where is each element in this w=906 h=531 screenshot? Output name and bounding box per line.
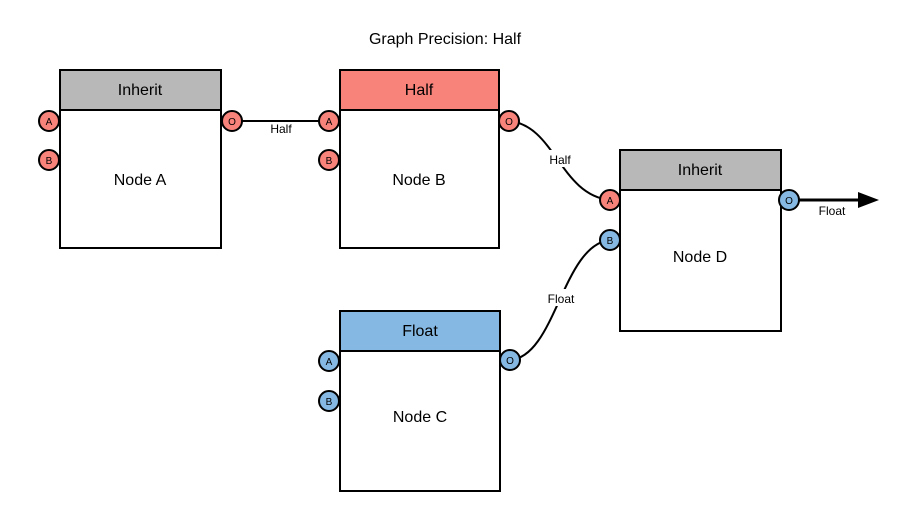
port-node-c-input-a-label: A	[326, 357, 333, 368]
node-b-header-label: Half	[405, 82, 434, 99]
edge-label-c-d: Float	[548, 292, 575, 306]
edge-label-a-b: Half	[270, 122, 292, 136]
edge-label-bg	[539, 289, 583, 306]
port-node-d-input-a[interactable]	[599, 189, 621, 211]
port-node-d-output-o-label: O	[785, 196, 793, 207]
node-b: Half Node B A B O	[318, 69, 520, 249]
node-c-header[interactable]	[339, 310, 501, 352]
node-d-title: Node D	[673, 249, 727, 266]
node-b-title: Node B	[392, 172, 445, 189]
node-a-header[interactable]	[59, 69, 222, 111]
edge-label-b-d: Half	[549, 153, 571, 167]
edge-label-bg	[542, 150, 579, 167]
port-node-d-output-o[interactable]	[778, 189, 800, 211]
port-node-d-input-a-label: A	[607, 196, 614, 207]
port-node-c-input-b-label: B	[326, 397, 333, 408]
port-node-a-output-o-label: O	[228, 117, 236, 128]
port-node-c-output-o-label: O	[506, 356, 514, 367]
node-d-header[interactable]	[619, 149, 782, 191]
node-c-header-label: Float	[402, 323, 438, 340]
port-node-b-input-b-label: B	[326, 156, 333, 167]
port-node-b-input-a-label: A	[326, 117, 333, 128]
port-node-a-input-a-label: A	[46, 117, 53, 128]
port-node-b-input-a[interactable]	[318, 110, 340, 132]
node-a-header-label: Inherit	[118, 82, 163, 99]
node-c: Float Node C A B O	[318, 310, 521, 492]
port-node-c-input-a[interactable]	[318, 350, 340, 372]
diagram-title: Graph Precision: Half	[369, 31, 522, 48]
port-node-a-input-b-label: B	[46, 156, 53, 167]
port-node-d-input-b-label: B	[607, 236, 614, 247]
node-a: Inherit Node A A B O	[38, 69, 243, 249]
edge-label-output: Float	[819, 204, 846, 218]
port-node-c-output-o[interactable]	[499, 349, 521, 371]
node-a-title: Node A	[114, 172, 167, 189]
port-node-a-input-b[interactable]	[38, 149, 60, 171]
port-node-a-output-o[interactable]	[221, 110, 243, 132]
port-node-b-input-b[interactable]	[318, 149, 340, 171]
port-node-a-input-a[interactable]	[38, 110, 60, 132]
node-d-header-label: Inherit	[678, 162, 723, 179]
port-node-b-output-o-label: O	[505, 117, 513, 128]
port-node-d-input-b[interactable]	[599, 229, 621, 251]
port-node-c-input-b[interactable]	[318, 390, 340, 412]
port-node-b-output-o[interactable]	[498, 110, 520, 132]
node-b-header[interactable]	[339, 69, 500, 111]
arrowhead-icon	[858, 192, 879, 208]
node-c-title: Node C	[393, 409, 447, 426]
node-d: Inherit Node D A B O	[599, 149, 800, 332]
